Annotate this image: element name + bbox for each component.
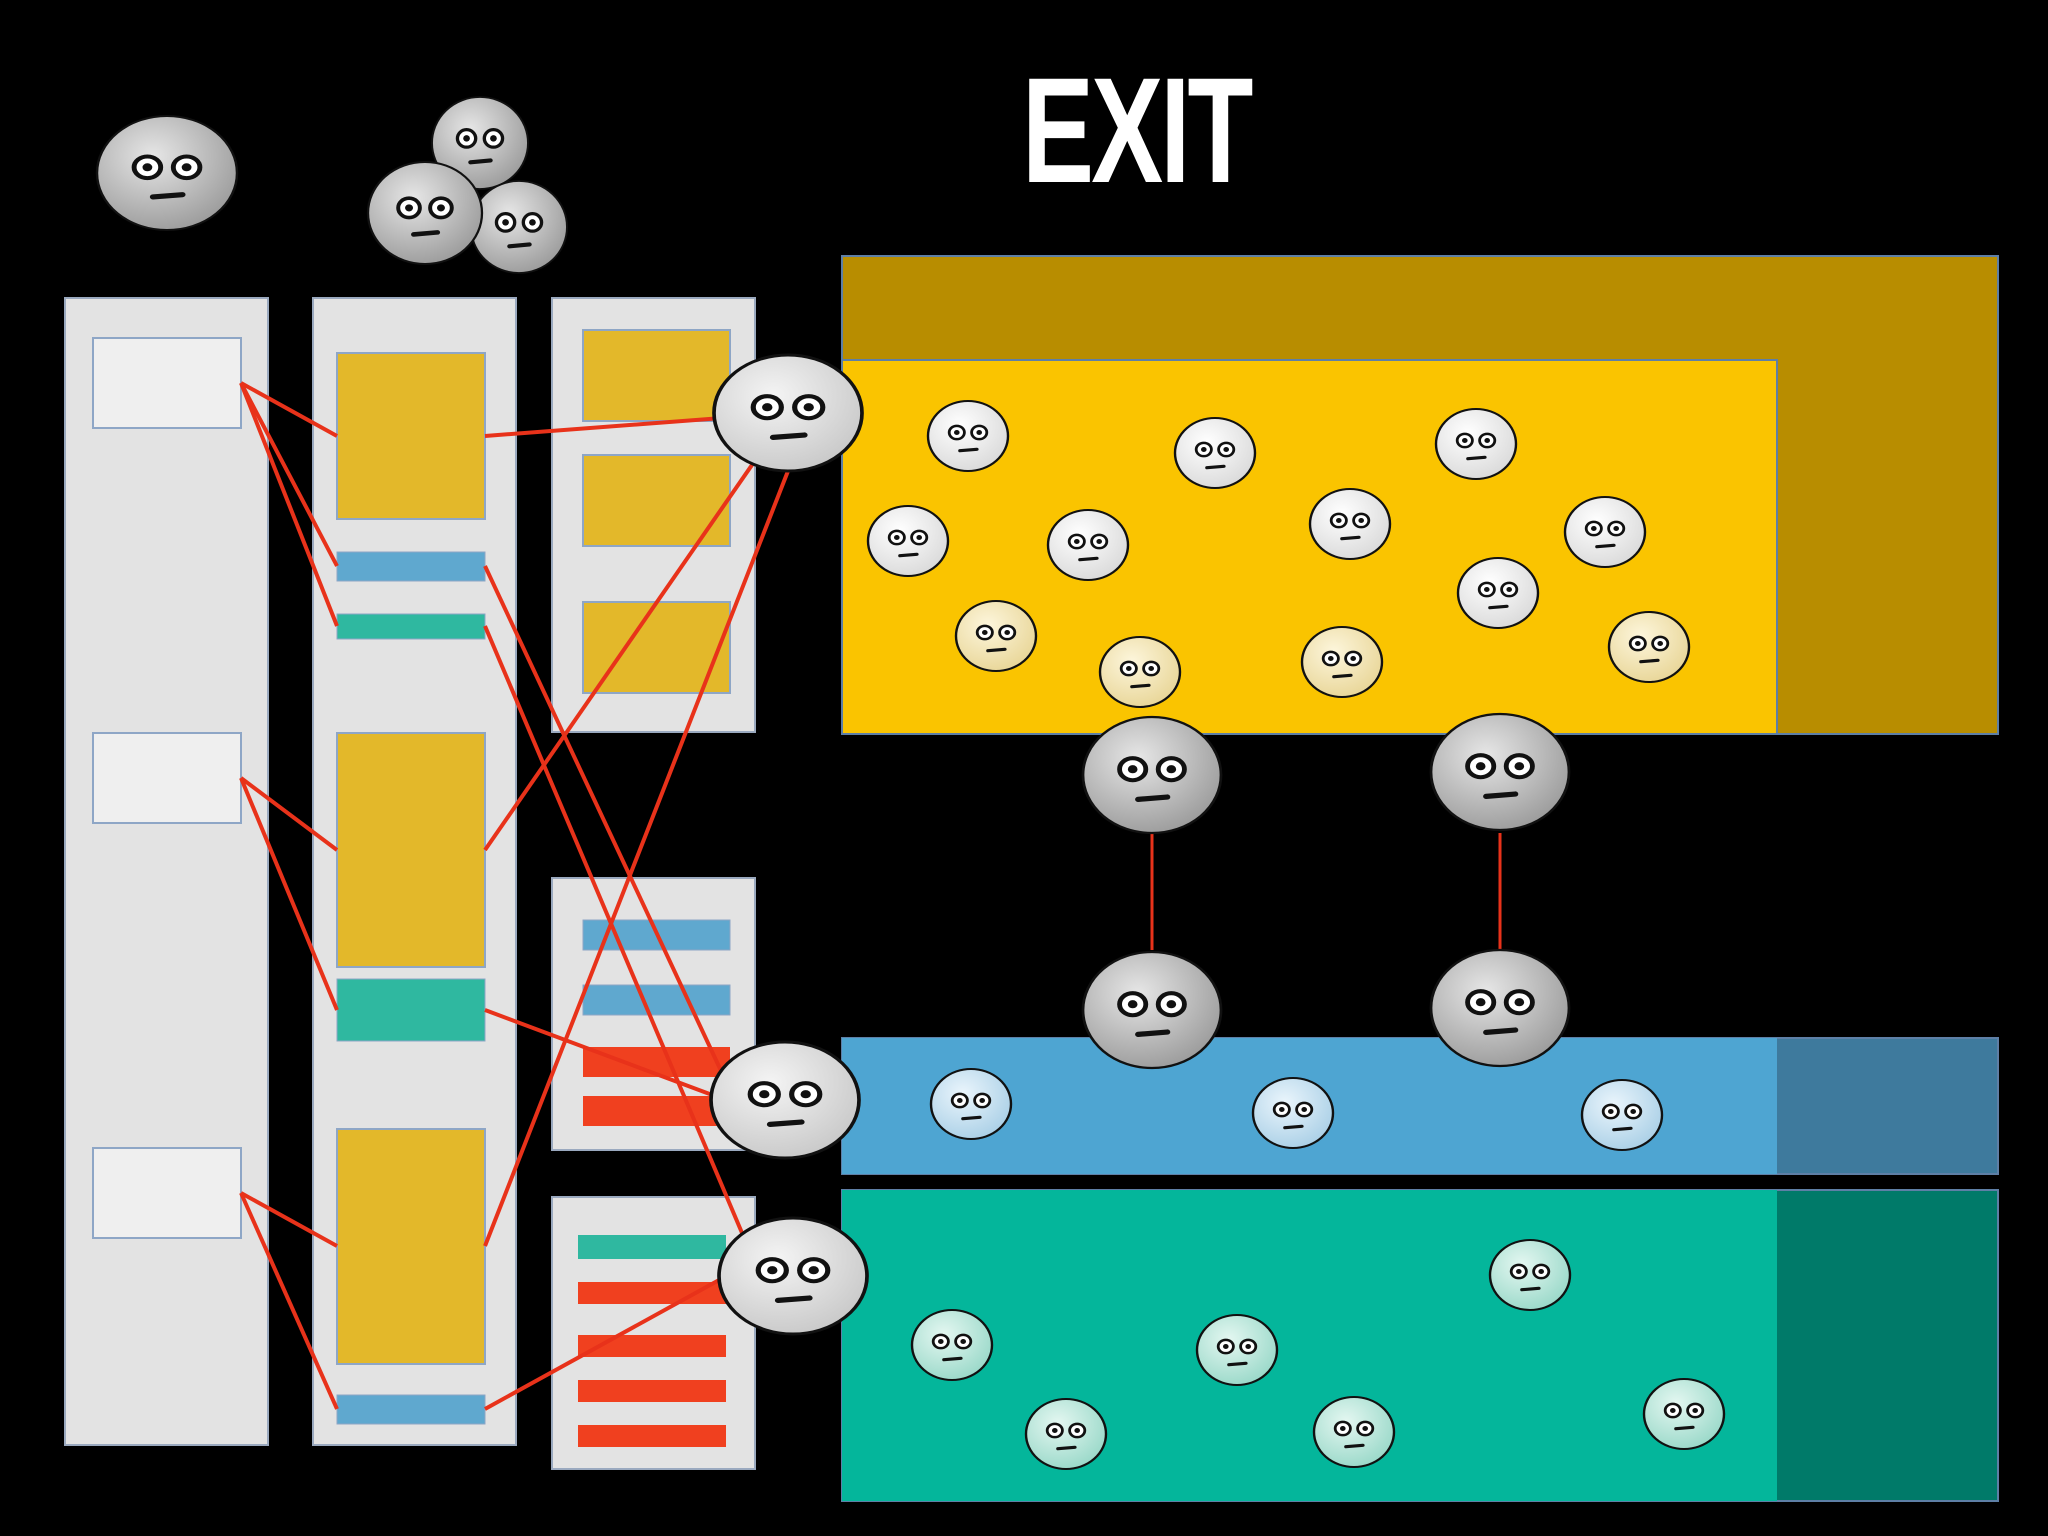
face-icon [1312,1395,1396,1469]
face-icon [1081,950,1223,1070]
face-icon [910,1308,994,1382]
blue-bar-1 [336,551,486,582]
blue-bar-3 [336,1394,486,1425]
face-icon [1434,407,1518,481]
gold-block-2 [336,732,486,968]
source-box-3 [92,1147,242,1239]
face-icon [1195,1313,1279,1387]
face-icon [1429,712,1571,832]
face-icon [1488,1238,1572,1312]
face-icon [1173,416,1257,490]
teal-slot-1 [578,1235,726,1259]
face-icon [1098,635,1182,709]
red-slot-4 [578,1335,726,1357]
teal-zone [842,1190,1777,1501]
face-icon [1580,1078,1664,1152]
face-icon [1429,948,1571,1068]
face-icon [1642,1377,1726,1451]
gold-block-3 [336,1128,486,1365]
exit-title: EXIT [1022,46,1253,214]
teal-bar-1 [336,613,486,640]
face-icon [926,399,1010,473]
source-box-2 [92,732,242,824]
face-icon [1300,625,1384,699]
face-icon [717,1216,869,1334]
face-icon [95,115,239,230]
teal-block-2 [336,978,486,1042]
red-slot-2 [583,1096,730,1126]
red-slot-5 [578,1380,726,1402]
face-icon [470,180,568,274]
face-icon [1081,715,1223,835]
face-icon [709,1040,861,1158]
panel-column-1 [64,297,269,1446]
faces [95,96,1726,1471]
face-icon [712,353,864,471]
source-box-1 [92,337,242,429]
face-icon [1456,556,1540,630]
blue-slot-2 [582,984,731,1016]
face-icon [954,599,1038,673]
face-icon [1251,1076,1335,1150]
face-icon [1046,508,1130,582]
face-icon [929,1067,1013,1141]
red-slot-6 [578,1425,726,1447]
face-icon [1563,495,1647,569]
gold-slot-1 [582,329,731,422]
gold-slot-2 [582,454,731,547]
face-icon [866,504,950,578]
face-icon [1607,610,1691,684]
face-icon [431,96,529,190]
face-icon [366,160,484,266]
red-slot-3 [578,1282,726,1304]
gold-block-1 [336,352,486,520]
face-icon [1024,1397,1108,1471]
face-icon [1308,487,1392,561]
